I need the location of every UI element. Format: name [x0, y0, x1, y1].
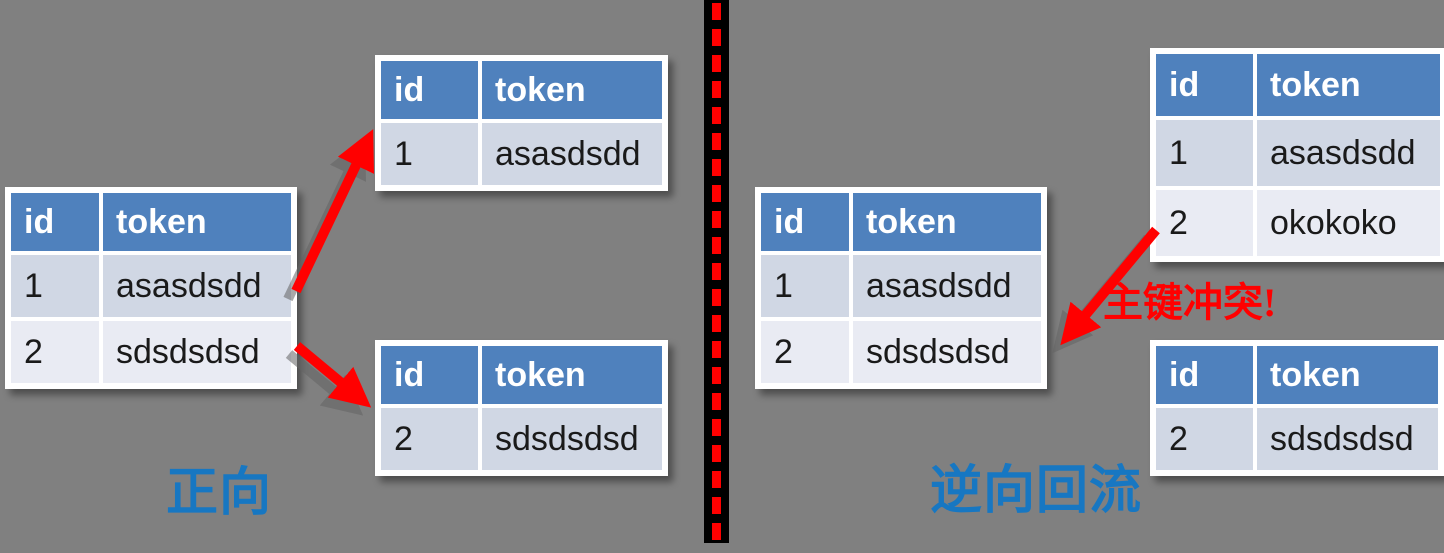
column-header-token: token [482, 346, 662, 404]
table-cell-token: okokoko [1257, 190, 1440, 256]
table-cell-token: sdsdsdsd [853, 321, 1041, 383]
forward-sync-arrow-top-icon [291, 129, 375, 294]
column-header-token: token [103, 193, 291, 251]
column-header-token: token [1257, 346, 1438, 404]
forward-label: 正向 [166, 465, 273, 522]
table-cell-token: asasdsdd [103, 255, 291, 317]
right-source-table-top: id token 1 asasdsdd 2 okokoko [1150, 48, 1444, 262]
table-cell-id: 1 [381, 123, 478, 185]
table-cell-id: 1 [11, 255, 99, 317]
right-target-table: id token 1 asasdsdd 2 sdsdsdsd [755, 187, 1047, 389]
right-source-table-bottom: id token 2 sdsdsdsd [1150, 340, 1444, 476]
column-header-token: token [853, 193, 1041, 251]
left-source-table: id token 1 asasdsdd 2 sdsdsdsd [5, 187, 297, 389]
column-header-id: id [11, 193, 99, 251]
table-cell-id: 1 [1156, 120, 1253, 186]
table-cell-token: asasdsdd [482, 123, 662, 185]
table-cell-id: 2 [11, 321, 99, 383]
table-cell-token: sdsdsdsd [103, 321, 291, 383]
primary-key-conflict-label: 主键冲突! [1103, 280, 1277, 325]
column-header-id: id [381, 61, 478, 119]
column-header-token: token [1257, 54, 1440, 116]
column-header-token: token [482, 61, 662, 119]
table-cell-id: 2 [1156, 190, 1253, 256]
backflow-label: 逆向回流 [930, 463, 1143, 520]
table-cell-id: 2 [761, 321, 849, 383]
table-cell-id: 2 [381, 408, 478, 470]
left-target-table-bottom: id token 2 sdsdsdsd [375, 340, 668, 476]
column-header-id: id [1156, 54, 1253, 116]
table-cell-token: sdsdsdsd [482, 408, 662, 470]
column-header-id: id [381, 346, 478, 404]
forward-sync-arrow-bottom-icon [293, 342, 372, 408]
table-cell-id: 1 [761, 255, 849, 317]
table-cell-token: asasdsdd [1257, 120, 1440, 186]
table-cell-id: 2 [1156, 408, 1253, 470]
column-header-id: id [761, 193, 849, 251]
divider-dashed-line [704, 0, 729, 543]
table-cell-token: sdsdsdsd [1257, 408, 1438, 470]
left-target-table-top: id token 1 asasdsdd [375, 55, 668, 191]
column-header-id: id [1156, 346, 1253, 404]
table-cell-token: asasdsdd [853, 255, 1041, 317]
